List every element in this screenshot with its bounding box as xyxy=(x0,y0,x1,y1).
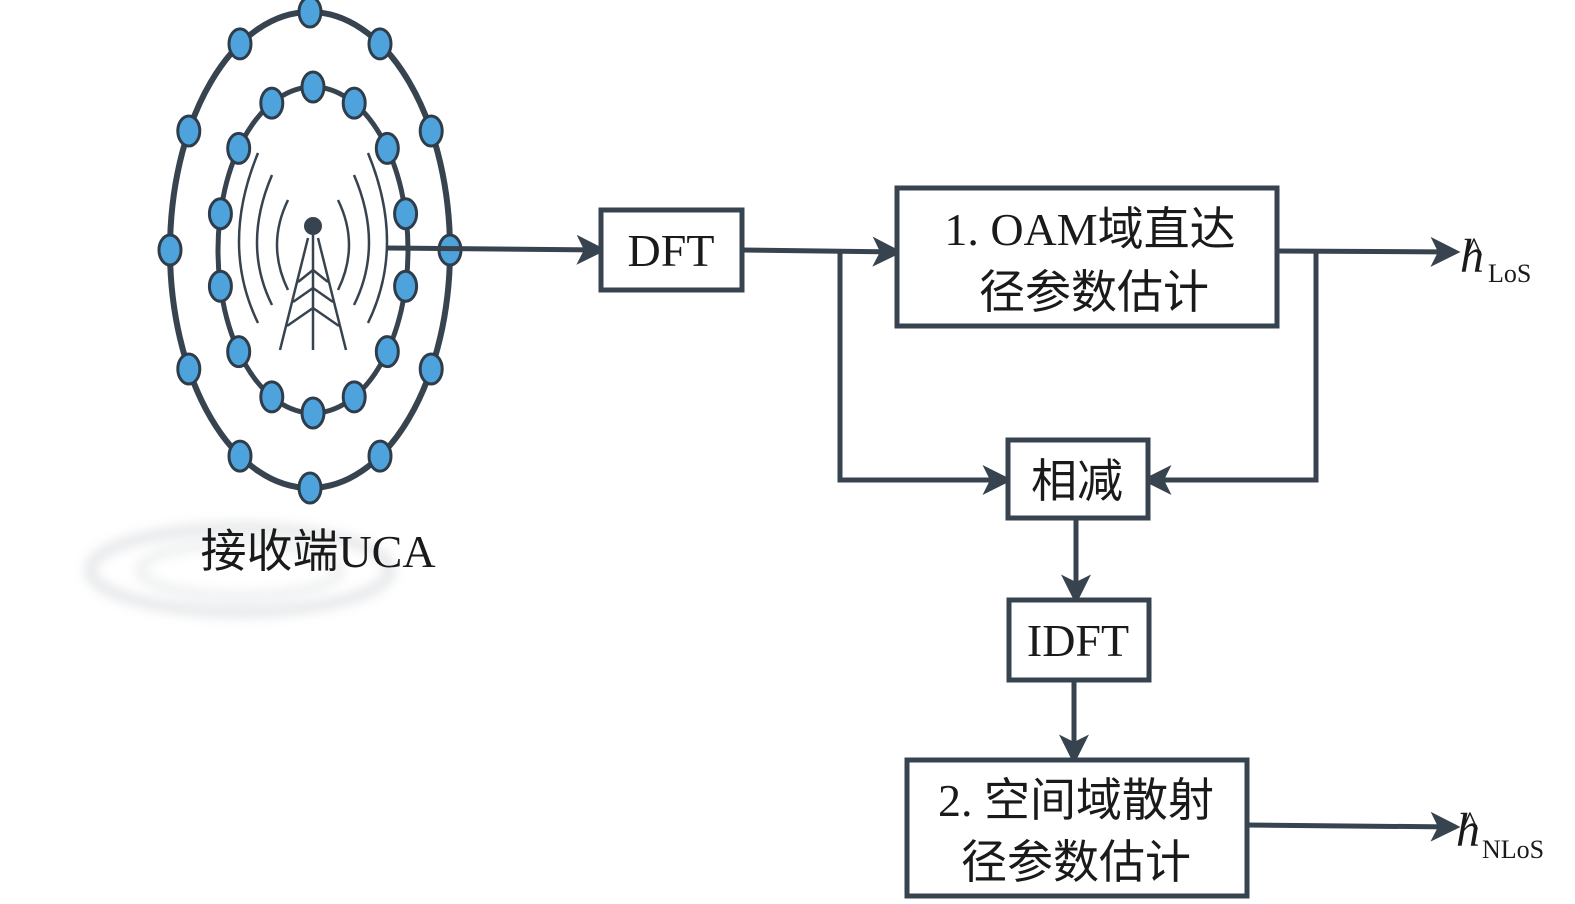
antenna-element xyxy=(393,197,419,231)
antenna-element xyxy=(341,86,367,120)
antenna-element xyxy=(297,471,323,505)
h-los-hat: ^ xyxy=(1466,230,1483,270)
edge-nlos-output xyxy=(1246,811,1461,842)
antenna-element xyxy=(207,197,233,231)
edge-los-subtract xyxy=(1141,252,1319,495)
outer-ring-elements xyxy=(157,0,463,505)
los-estimation-line2: 径参数估计 xyxy=(979,267,1209,318)
antenna-array-icon xyxy=(157,0,463,505)
subtract-label: 相减 xyxy=(1031,456,1123,507)
antenna-label: 接收端UCA xyxy=(200,526,435,577)
h-los-subscript: LoS xyxy=(1488,259,1531,288)
antenna-element xyxy=(176,114,202,148)
antenna-element xyxy=(226,131,252,165)
antenna-element xyxy=(157,233,183,267)
los-estimation-line1: 1. OAM域直达 xyxy=(944,204,1235,255)
h-nlos-subscript: NLoS xyxy=(1482,835,1544,864)
antenna-element xyxy=(227,439,253,473)
antenna-element xyxy=(393,269,419,303)
antenna-element xyxy=(176,352,202,386)
antenna-element xyxy=(418,352,444,386)
antenna-shadow xyxy=(86,524,394,616)
nlos-estimation-line2: 径参数估计 xyxy=(961,837,1191,888)
antenna-element xyxy=(367,27,393,61)
connectors xyxy=(387,234,1461,842)
nlos-estimation-block: 2. 空间域散射 径参数估计 xyxy=(904,757,1250,899)
edge-antenna-dft xyxy=(387,234,607,265)
idft-label: IDFT xyxy=(1027,615,1129,666)
antenna-element xyxy=(300,70,326,104)
los-estimation-block: 1. OAM域直达 径参数估计 xyxy=(894,185,1280,329)
h-nlos-hat: ^ xyxy=(1462,804,1479,844)
antenna-element xyxy=(207,269,233,303)
antenna-element xyxy=(374,131,400,165)
h-los-symbol: h xyxy=(1460,230,1484,283)
tower-icon xyxy=(278,217,348,351)
antenna-element xyxy=(300,396,326,430)
nlos-estimation-line1: 2. 空间域散射 xyxy=(938,775,1214,826)
antenna-element xyxy=(297,0,323,29)
edge-los-output xyxy=(1276,236,1461,267)
antenna-element xyxy=(226,335,252,369)
antenna-element xyxy=(227,27,253,61)
edge-dft-los xyxy=(741,236,903,267)
output-h-nlos: ^ h NLoS xyxy=(1456,804,1544,864)
inner-ring-elements xyxy=(207,70,419,430)
antenna-element xyxy=(259,86,285,120)
antenna-element xyxy=(374,335,400,369)
subtract-block: 相减 xyxy=(1005,437,1151,521)
antenna-element xyxy=(418,114,444,148)
antenna-element xyxy=(367,439,393,473)
radio-waves-icon xyxy=(237,152,389,324)
antenna-element xyxy=(259,380,285,414)
dft-block: DFT xyxy=(598,207,745,293)
idft-block: IDFT xyxy=(1006,597,1152,683)
dft-label: DFT xyxy=(628,225,715,276)
output-h-los: ^ h LoS xyxy=(1460,230,1531,288)
h-nlos-symbol: h xyxy=(1456,804,1480,857)
edge-dft-subtract xyxy=(837,251,1013,495)
antenna-element xyxy=(341,380,367,414)
